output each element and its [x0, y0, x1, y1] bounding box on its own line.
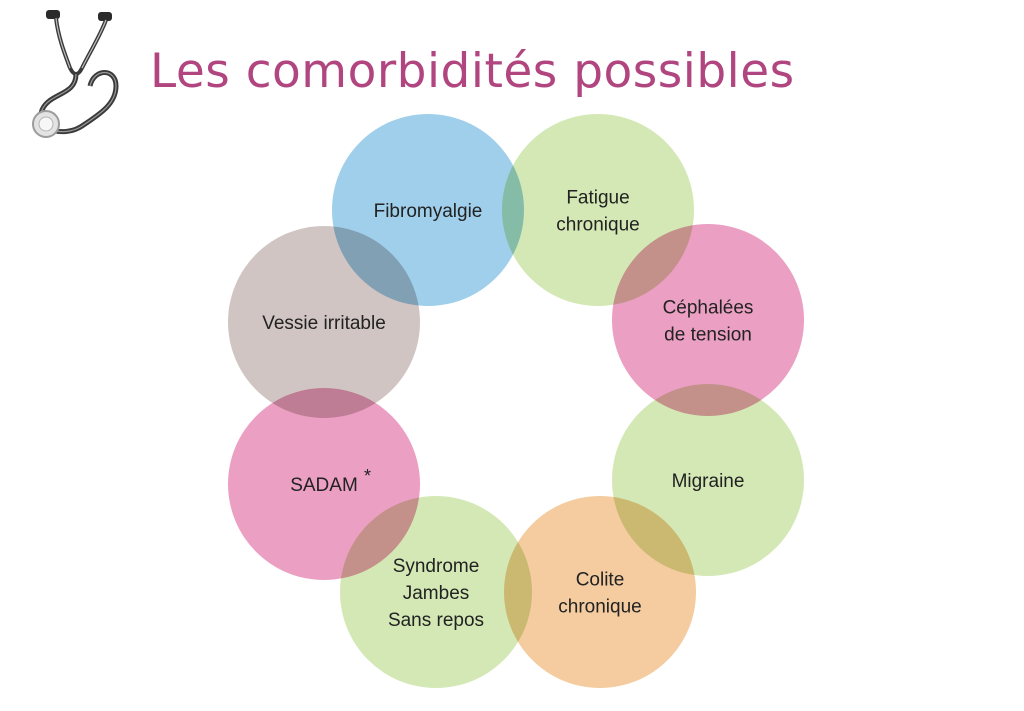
label-sadam: SADAM	[290, 475, 358, 496]
stethoscope-icon	[20, 6, 140, 142]
label-vessie-irritable: Vessie irritable	[262, 313, 386, 334]
footnote-asterisk: *	[364, 466, 371, 486]
circle-sadam	[228, 388, 420, 580]
page-title: Les comorbidités possibles	[150, 44, 795, 99]
circle-colite-chronique	[504, 496, 696, 688]
circle-cephalees-tension	[612, 224, 804, 416]
circle-vessie-irritable	[228, 226, 420, 418]
label-migraine: Migraine	[672, 471, 745, 492]
label-fibromyalgie: Fibromyalgie	[374, 201, 483, 222]
